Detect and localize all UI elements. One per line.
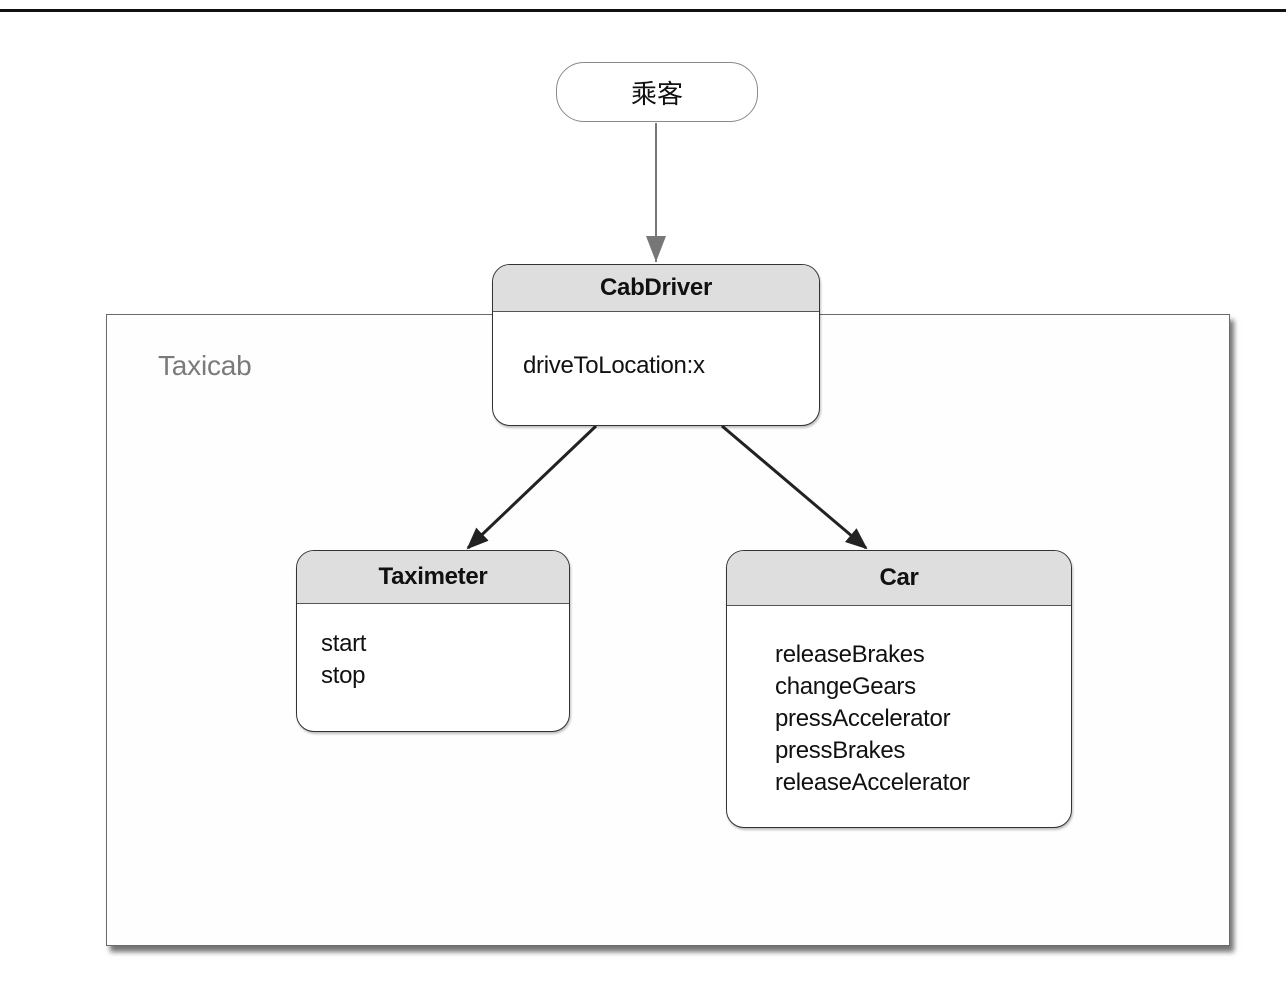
method-list: driveToLocation:x	[493, 312, 819, 382]
method: driveToLocation:x	[523, 352, 705, 379]
cabdriver-class: CabDriver driveToLocation:x	[492, 264, 820, 426]
class-name: CabDriver	[493, 265, 819, 312]
class-name: Car	[727, 551, 1071, 606]
method: releaseAccelerator	[775, 769, 970, 796]
method-list: releaseBrakes changeGears pressAccelerat…	[727, 606, 1071, 799]
method: pressAccelerator	[775, 705, 951, 732]
taximeter-class: Taximeter start stop	[296, 550, 570, 732]
method: releaseBrakes	[775, 641, 925, 668]
actor-label: 乘客	[630, 79, 683, 110]
method-list: start stop	[297, 604, 569, 692]
method: pressBrakes	[775, 737, 906, 764]
top-rule	[0, 9, 1286, 12]
car-class: Car releaseBrakes changeGears pressAccel…	[726, 550, 1072, 828]
cabdriver-to-taximeter-arrow	[466, 424, 598, 550]
cabdriver-to-car-arrow	[721, 424, 868, 550]
method: start	[321, 630, 367, 657]
method: stop	[321, 662, 366, 689]
class-name: Taximeter	[297, 551, 569, 604]
passenger-actor: 乘客	[556, 62, 758, 122]
actor-arrowhead	[646, 236, 666, 262]
container-label: Taxicab	[158, 350, 252, 381]
method: changeGears	[775, 673, 916, 700]
